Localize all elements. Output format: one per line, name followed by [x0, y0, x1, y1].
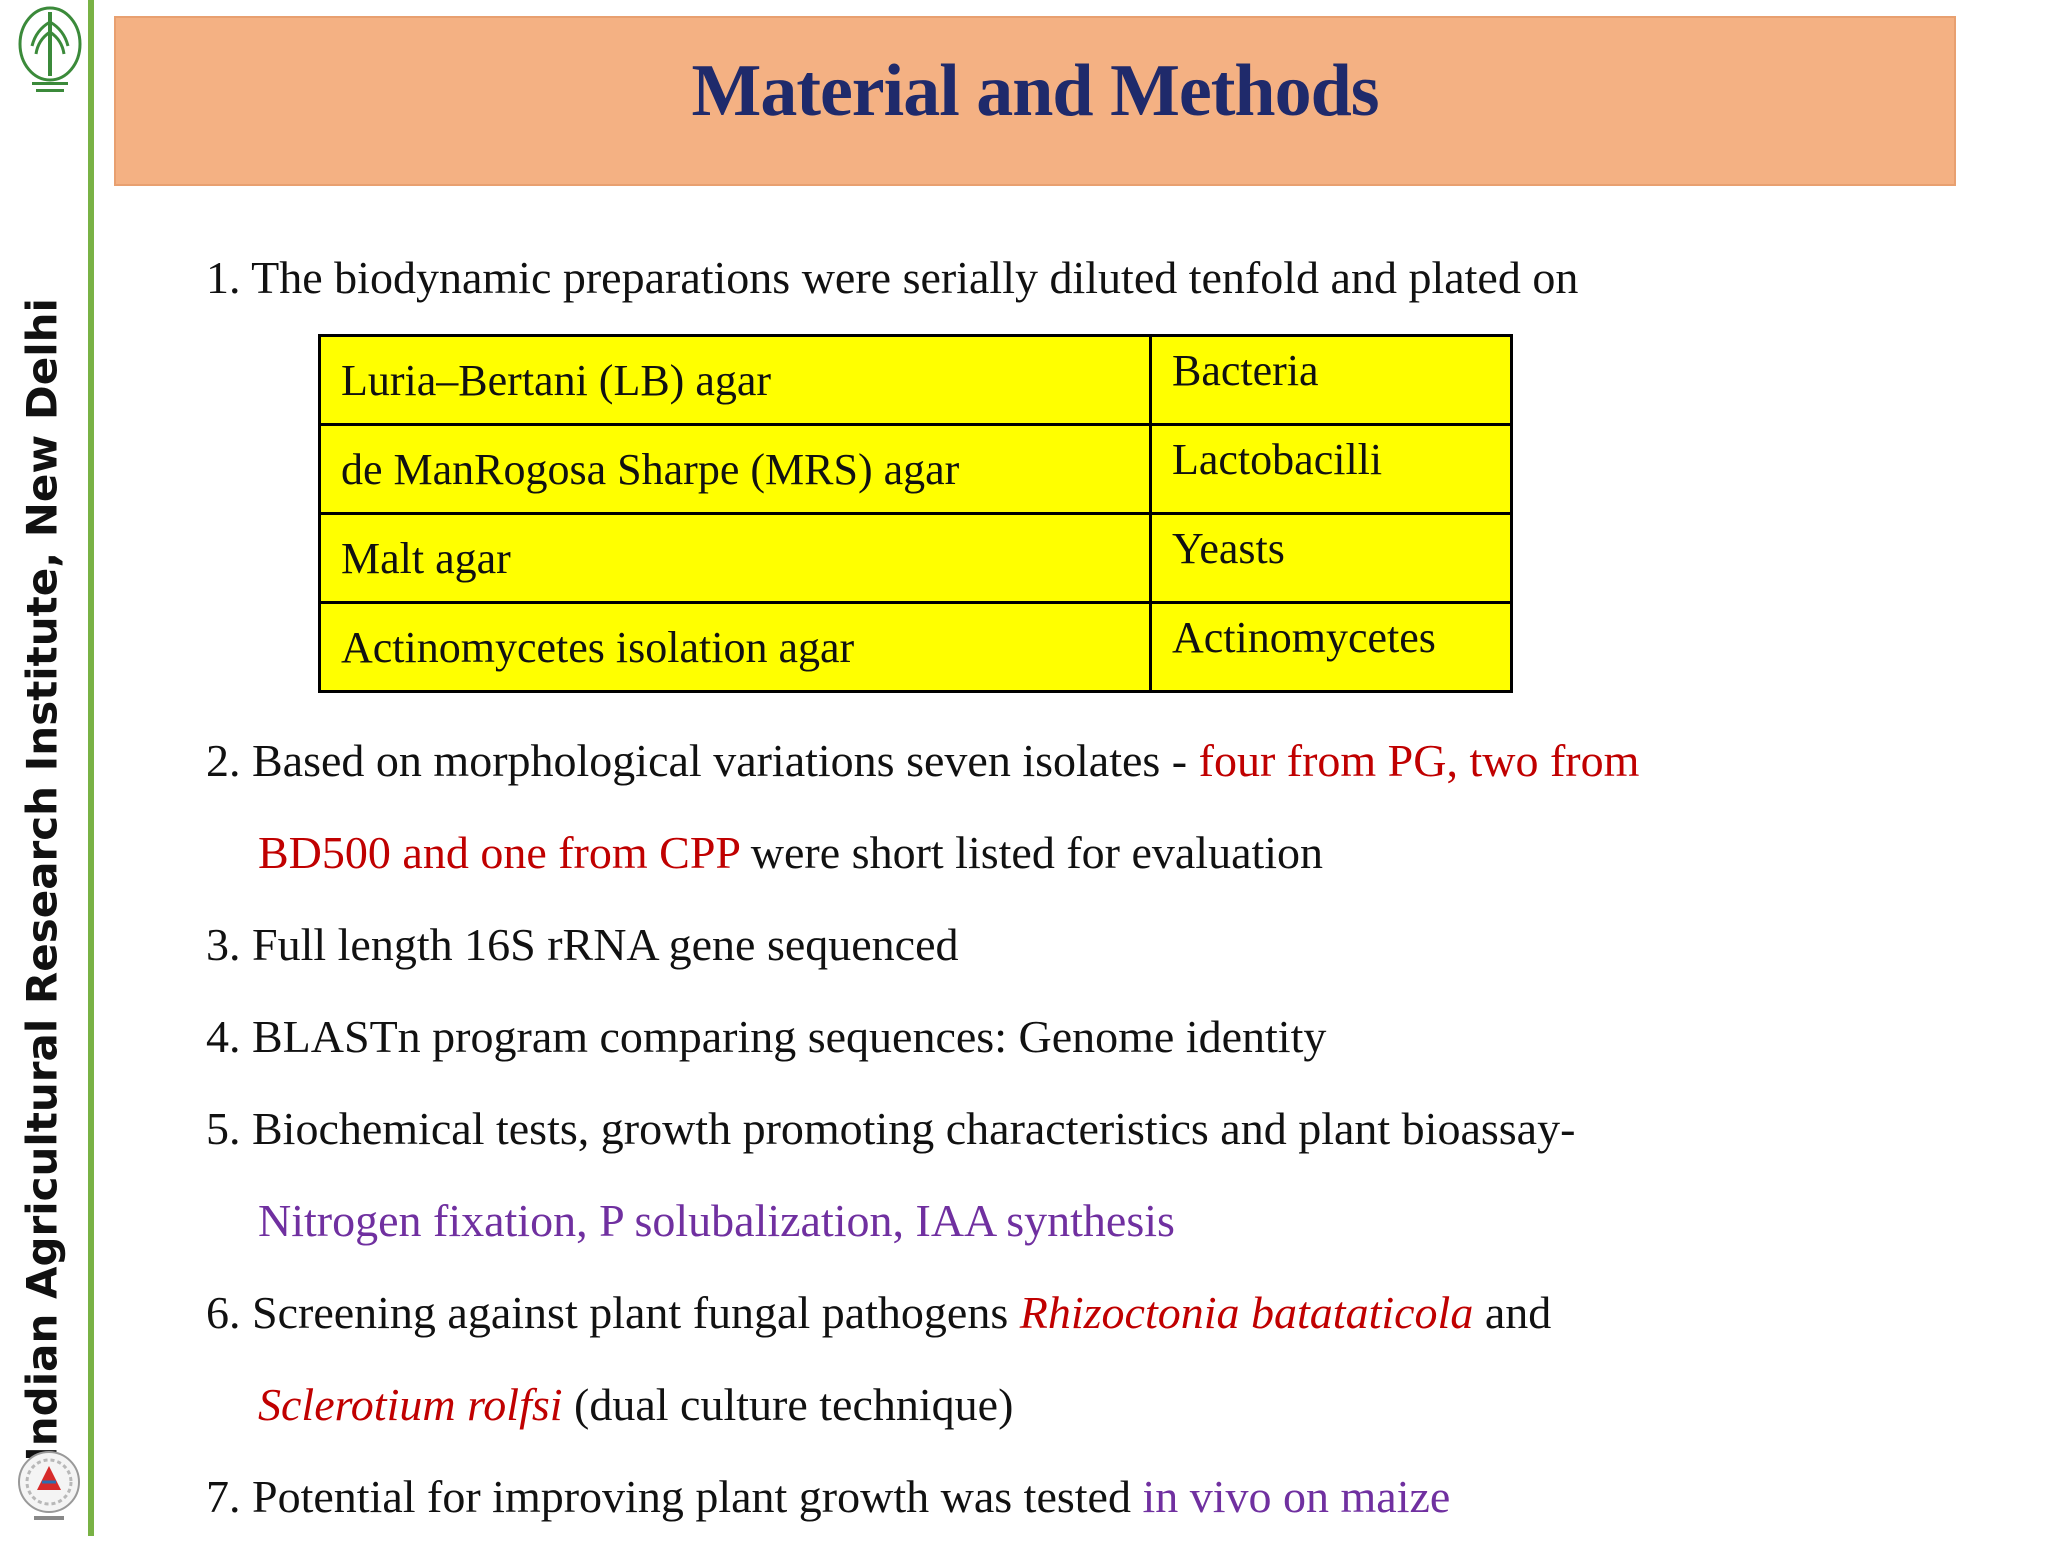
table-row: de ManRogosa Sharpe (MRS) agar Lactobaci… — [318, 423, 1513, 515]
content-area: 1. The biodynamic preparations were seri… — [206, 232, 1962, 1543]
list-item-6-cont: Sclerotium rolfsi (dual culture techniqu… — [206, 1359, 1962, 1451]
medium-cell: Luria–Bertani (LB) agar — [318, 334, 1152, 426]
list-item-5-cont: Nitrogen fixation, P solubalization, IAA… — [258, 1195, 1175, 1246]
pathogen-name: Sclerotium rolfsi — [258, 1379, 563, 1430]
list-item-5: 5. Biochemical tests, growth promoting c… — [206, 1103, 1576, 1154]
sidebar: Indian Agricultural Research Institute, … — [0, 0, 94, 1536]
list-item-4: 4. BLASTn program comparing sequences: G… — [206, 1011, 1327, 1062]
item-text: 6. Screening against plant fungal pathog… — [206, 1287, 1020, 1338]
table-row: Malt agar Yeasts — [318, 512, 1513, 604]
item-text: 2. Based on morphological variations sev… — [206, 735, 1199, 786]
list-item-2: 2. Based on morphological variations sev… — [206, 715, 1962, 807]
item-text: and — [1473, 1287, 1552, 1338]
media-table: Luria–Bertani (LB) agar Bacteria de ManR… — [318, 334, 1513, 693]
organism-cell: Lactobacilli — [1149, 423, 1513, 515]
medium-cell: Actinomycetes isolation agar — [318, 601, 1152, 693]
list-item-2-cont: BD500 and one from CPP were short listed… — [206, 807, 1962, 899]
organism-cell: Actinomycetes — [1149, 601, 1513, 693]
organism-cell: Bacteria — [1149, 334, 1513, 426]
list-item-7: 7. Potential for improving plant growth … — [206, 1451, 1962, 1543]
highlight-red: BD500 and one from CPP — [258, 827, 740, 878]
item-text: (dual culture technique) — [562, 1379, 1014, 1430]
institute-name: Indian Agricultural Research Institute, … — [17, 298, 67, 1462]
item-text: were short listed for evaluation — [739, 827, 1324, 878]
highlight-purple: in vivo on maize — [1142, 1471, 1451, 1522]
medium-cell: Malt agar — [318, 512, 1152, 604]
page-title: Material and Methods — [691, 49, 1379, 132]
table-row: Actinomycetes isolation agar Actinomycet… — [318, 601, 1513, 693]
list-item-1: 1. The biodynamic preparations were seri… — [206, 252, 1579, 303]
iari-emblem-icon — [18, 1451, 80, 1520]
pathogen-name: Rhizoctonia batataticola — [1019, 1287, 1474, 1338]
list-item-3: 3. Full length 16S rRNA gene sequenced — [206, 919, 959, 970]
organism-cell: Yeasts — [1149, 512, 1513, 604]
item-text: 7. Potential for improving plant growth … — [206, 1471, 1143, 1522]
title-band: Material and Methods — [114, 16, 1956, 186]
highlight-red: four from PG, two from — [1198, 735, 1640, 786]
table-row: Luria–Bertani (LB) agar Bacteria — [318, 334, 1513, 426]
list-item-6: 6. Screening against plant fungal pathog… — [206, 1267, 1962, 1359]
icar-logo-icon — [18, 6, 82, 92]
medium-cell: de ManRogosa Sharpe (MRS) agar — [318, 423, 1152, 515]
